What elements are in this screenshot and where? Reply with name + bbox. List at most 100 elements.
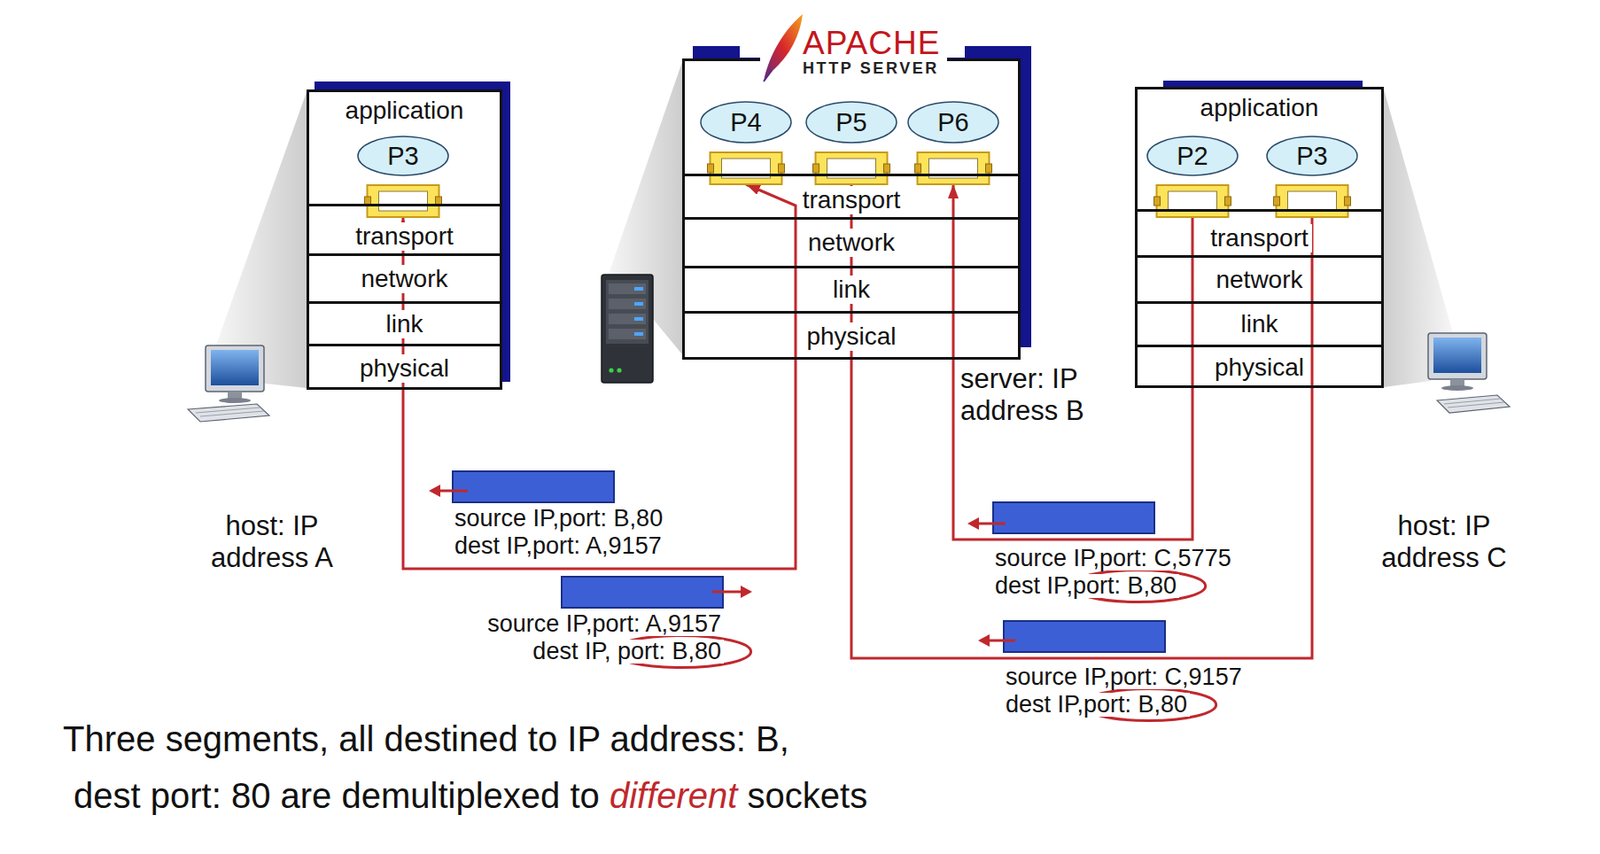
- caption-word: to: [569, 776, 599, 816]
- caption-word: Three: [62, 719, 156, 759]
- connection-line: [851, 184, 1313, 659]
- segment-header: source IP,port: C,9157: [1002, 665, 1245, 690]
- stand: [1450, 379, 1465, 387]
- socket-tab: [1273, 196, 1281, 206]
- direction-arrow: [740, 585, 753, 599]
- screen: [210, 349, 259, 386]
- keys: [1447, 402, 1505, 408]
- socket: [1276, 185, 1349, 218]
- caption-word: demultiplexed: [341, 776, 560, 816]
- layer-label: link: [381, 310, 427, 339]
- segment-header: source IP,port: A,9157: [484, 612, 724, 637]
- socket-window: [827, 158, 877, 179]
- host-label: host: IP address A: [205, 510, 339, 575]
- segment-header: dest IP,port: B,80: [992, 574, 1180, 599]
- layer-label: application: [1196, 93, 1323, 123]
- socket-tab: [986, 163, 993, 173]
- socket: [367, 185, 440, 218]
- direction-arrow: [978, 634, 990, 647]
- caption-word: B,: [755, 719, 790, 759]
- segment-header: dest IP,port: A,9157: [451, 534, 665, 559]
- caption-word: all: [338, 719, 374, 759]
- drive-light: [634, 302, 644, 306]
- protocol-layer: transport: [1134, 209, 1384, 256]
- host-label: server: IP address B: [960, 363, 1094, 428]
- caption-line: Three segments, all destined to IP addre…: [62, 710, 868, 768]
- drive-light: [634, 287, 644, 291]
- socket: [710, 152, 783, 185]
- process-label: P5: [835, 100, 867, 144]
- caption-word: [140, 776, 151, 816]
- logo-text: HTTP SERVER: [802, 60, 940, 77]
- direction-arrow: [437, 489, 468, 493]
- protocol-layer: network: [306, 253, 503, 302]
- socket: [1157, 185, 1229, 218]
- segment-header: dest IP,port: B,80: [1002, 692, 1190, 717]
- caption-word: [155, 719, 166, 759]
- caption-word: different: [609, 776, 738, 816]
- drive-bay: [608, 283, 646, 295]
- view-wedge: [215, 92, 307, 389]
- socket-tab: [1344, 196, 1352, 206]
- caption-word: [599, 776, 610, 816]
- socket-tab: [707, 163, 715, 173]
- protocol-layer: physical: [682, 310, 1021, 360]
- drive-bay: [608, 298, 646, 310]
- protocol-layer: link: [306, 301, 503, 344]
- caption-word: dest: [73, 776, 141, 816]
- protocol-layer: transport: [682, 173, 1021, 218]
- connection-line: [953, 184, 1193, 540]
- segment-rect: [1002, 620, 1166, 653]
- socket-window: [1168, 191, 1218, 211]
- protocol-layer: physical: [1134, 344, 1384, 389]
- layer-label: transport: [1206, 224, 1313, 253]
- caption-word: segments,: [165, 719, 330, 759]
- caption-word: address:: [609, 719, 746, 759]
- socket-tab: [435, 196, 443, 206]
- process-label: P4: [730, 100, 762, 144]
- layer-label: physical: [1211, 353, 1308, 382]
- caption-word: [599, 719, 610, 759]
- protocol-stack: server: IP address BP4P5P6transportnetwo…: [682, 58, 1021, 360]
- caption-word: to: [528, 719, 558, 759]
- process-ellipse: P4: [699, 100, 793, 185]
- process-ellipse: P3: [1266, 135, 1359, 218]
- layer-label: network: [804, 228, 899, 257]
- protocol-layer: physical: [306, 343, 503, 390]
- caption-word: [270, 776, 280, 816]
- drive-bay: [608, 328, 646, 340]
- process-ellipse-shape: [806, 101, 897, 143]
- caption-word: [745, 719, 756, 759]
- layer-label: application: [341, 96, 468, 125]
- power-led: [608, 367, 614, 373]
- caption-word: [557, 719, 567, 759]
- logo-text: APACHE: [802, 26, 940, 60]
- segment-header: source IP,port: C,5775: [992, 546, 1235, 571]
- segment-box: source IP,port: C,9157dest IP,port: B,80: [1002, 620, 1245, 717]
- label-holder: HTTP SERVER: [802, 60, 940, 77]
- layer-label: link: [1236, 310, 1282, 339]
- direction-arrow: [712, 590, 743, 594]
- protocol-stack: host: IP address AapplicationP3transport…: [306, 89, 503, 390]
- label-holder: host: IP address A: [205, 510, 339, 575]
- feather-stem: [763, 69, 772, 82]
- process-ellipse-shape: [357, 136, 449, 176]
- stand-base: [218, 397, 251, 404]
- caption-word: 80: [231, 776, 272, 816]
- caption-word: sockets: [747, 776, 869, 816]
- layer-label: network: [1211, 265, 1306, 295]
- process-ellipse: P3: [357, 135, 450, 218]
- socket-window: [722, 158, 771, 179]
- socket-window: [379, 191, 428, 211]
- label-holder: host: IP address C: [1377, 510, 1511, 575]
- segment-box: source IP,port: B,80dest IP,port: A,9157: [451, 470, 666, 559]
- process-ellipse: P2: [1146, 135, 1239, 218]
- protocol-layer: link: [682, 265, 1021, 311]
- caption-word: [737, 776, 747, 816]
- computer-icon: [1428, 333, 1510, 413]
- process-ellipse-shape: [700, 101, 792, 143]
- segment-box: source IP,port: A,9157dest IP, port: B,8…: [484, 575, 724, 664]
- caption-word: [373, 719, 384, 759]
- caption-word: [328, 719, 339, 759]
- computer-icon: [187, 345, 270, 422]
